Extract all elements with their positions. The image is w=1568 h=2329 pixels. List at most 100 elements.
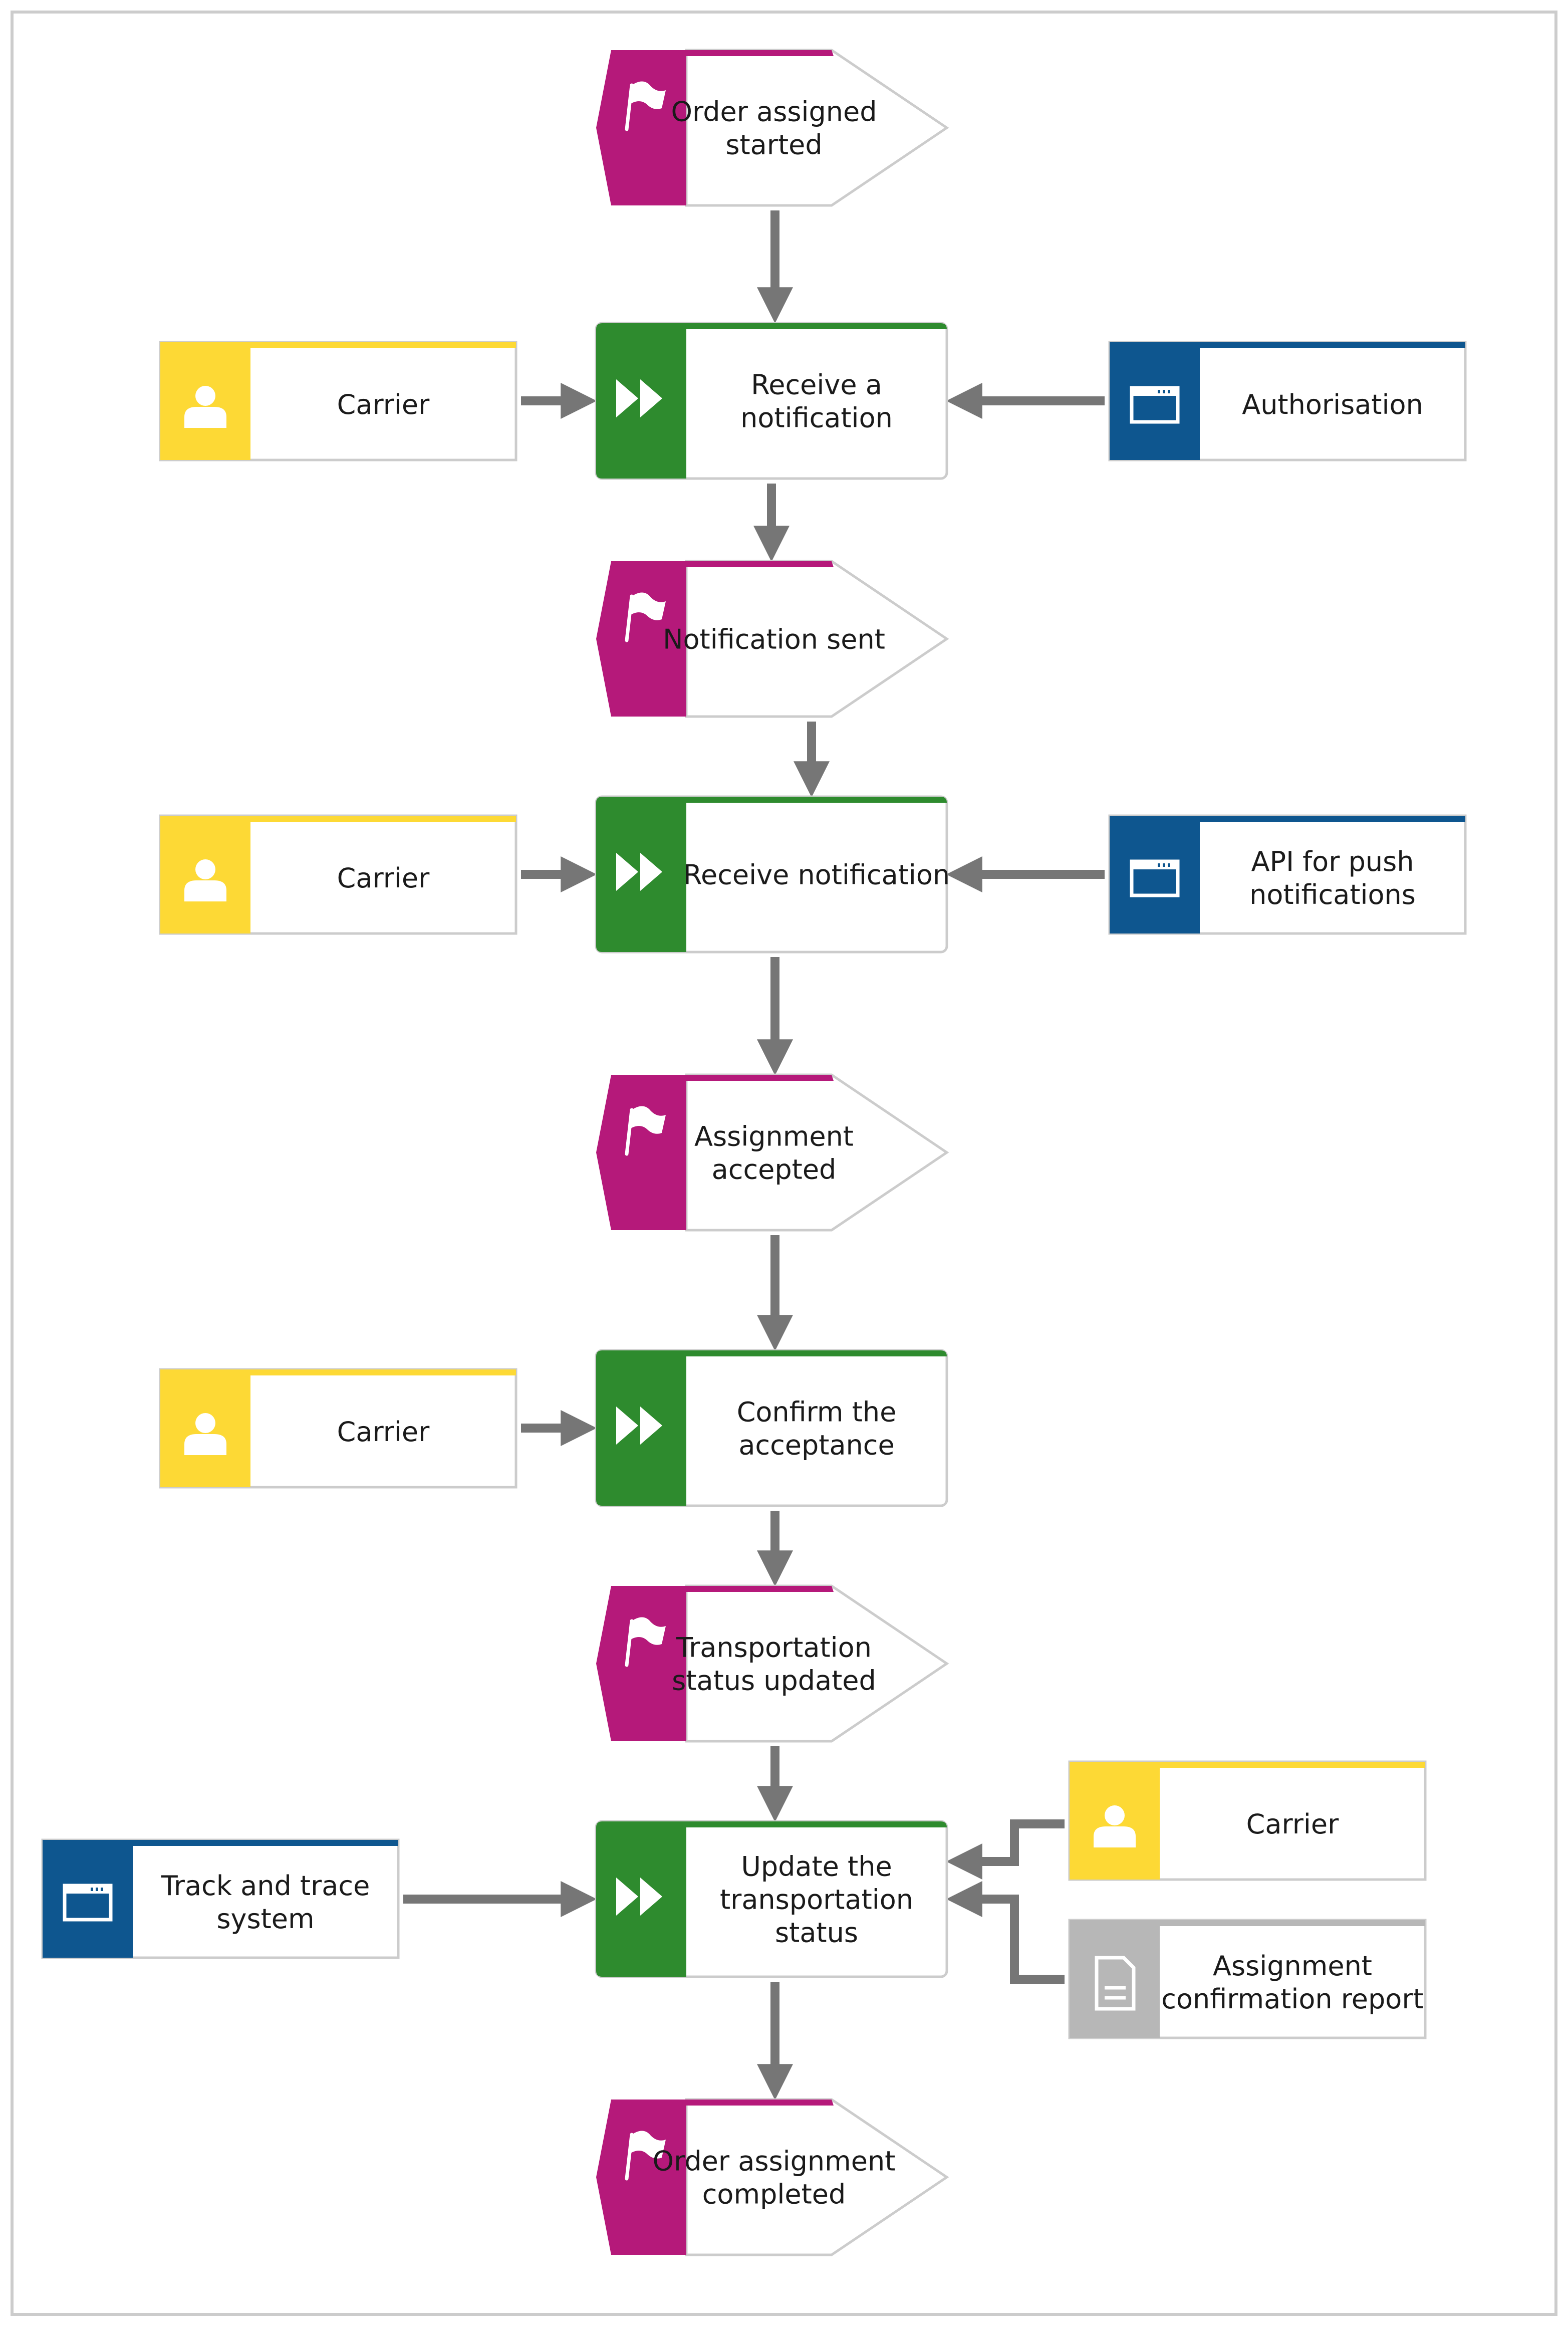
fast-forward-icon xyxy=(616,1407,662,1445)
function-node-f2: Receive notification xyxy=(595,795,950,954)
flag-icon xyxy=(625,81,666,131)
e2-label-line: Notification sent xyxy=(663,623,885,655)
system-shape-band xyxy=(1110,816,1465,934)
event-shape-band xyxy=(596,1075,834,1230)
document-shape-band xyxy=(1070,1920,1425,2038)
event-shape-band xyxy=(596,2100,834,2255)
flag-icon xyxy=(625,592,666,642)
application-window-icon xyxy=(1130,386,1180,424)
f2-label-line: Receive notification xyxy=(683,859,950,890)
s1-label-line: Authorisation xyxy=(1242,389,1423,420)
role-node-r2: Carrier xyxy=(159,814,517,935)
person-icon xyxy=(1094,1805,1136,1847)
function-shape-band xyxy=(596,1821,947,1977)
r1-label-line: Carrier xyxy=(337,389,430,420)
role-node-r4: Carrier xyxy=(1068,1760,1427,1881)
r3-label-line: Carrier xyxy=(337,1416,430,1448)
fast-forward-icon xyxy=(616,853,662,891)
e5-label-line: completed xyxy=(702,2178,846,2210)
r1-label: Carrier xyxy=(337,389,430,420)
fast-forward-icon xyxy=(616,379,662,417)
application-window-icon xyxy=(1130,859,1180,897)
system-node-s1: Authorisation xyxy=(1108,341,1467,461)
f1-label-line: notification xyxy=(740,402,893,433)
d1-label-line: confirmation report xyxy=(1161,1983,1423,2015)
r4-label: Carrier xyxy=(1246,1808,1339,1840)
e5-label-line: Order assignment xyxy=(653,2145,896,2177)
edges-layer xyxy=(403,210,1105,2101)
role-shape-band xyxy=(160,816,516,934)
f1-label-line: Receive a xyxy=(751,369,882,400)
document-icon xyxy=(1095,1956,1136,2011)
f4-label-line: transportation xyxy=(720,1884,913,1915)
function-shape-band xyxy=(596,797,947,952)
person-icon xyxy=(184,1413,226,1455)
person-icon xyxy=(184,859,226,901)
s3-label-line: Track and trace xyxy=(161,1870,370,1902)
arrow-r4-to-f4 xyxy=(946,1819,1065,1880)
e4-label-line: Transportation xyxy=(676,1632,872,1663)
r3-label: Carrier xyxy=(337,1416,430,1448)
f4-label-line: status xyxy=(775,1917,858,1948)
f4-label-line: Update the xyxy=(741,1850,892,1882)
event-node-e2: Notification sent xyxy=(596,560,949,718)
event-shape-band xyxy=(596,50,834,205)
role-shape-band xyxy=(1070,1762,1425,1880)
s2-label-line: API for push xyxy=(1251,846,1414,877)
d1-label-line: Assignment xyxy=(1213,1950,1372,1982)
r2-label-line: Carrier xyxy=(337,862,430,894)
e4-label-line: status updated xyxy=(672,1665,876,1696)
flag-icon xyxy=(625,1617,666,1667)
function-shape-band xyxy=(596,323,947,479)
e1-label-line: Order assigned xyxy=(671,96,877,127)
e2-label: Notification sent xyxy=(663,623,885,655)
e3-label-line: accepted xyxy=(712,1153,837,1185)
role-node-r1: Carrier xyxy=(159,341,517,461)
e3-label-line: Assignment xyxy=(694,1120,854,1152)
event-shape-band xyxy=(596,561,834,717)
r2-label: Carrier xyxy=(337,862,430,894)
event-shape-band xyxy=(596,1586,834,1741)
e1-label-line: started xyxy=(725,129,822,160)
role-node-r3: Carrier xyxy=(159,1368,517,1489)
system-shape-band xyxy=(43,1840,398,1958)
s1-label: Authorisation xyxy=(1242,389,1423,420)
s2-label-line: notifications xyxy=(1249,879,1416,910)
role-shape-band xyxy=(160,1369,516,1487)
system-shape-band xyxy=(1110,342,1465,460)
s3-label-line: system xyxy=(216,1903,314,1935)
function-shape-band xyxy=(596,1350,947,1506)
role-shape-band xyxy=(160,342,516,460)
application-window-icon xyxy=(63,1884,113,1922)
arrow-d1-to-f4 xyxy=(946,1881,1065,1984)
f3-label-line: acceptance xyxy=(738,1429,894,1461)
r4-label-line: Carrier xyxy=(1246,1808,1339,1840)
flag-icon xyxy=(625,1106,666,1156)
f3-label-line: Confirm the xyxy=(737,1396,897,1428)
flag-icon xyxy=(625,2131,666,2181)
fast-forward-icon xyxy=(616,1878,662,1916)
